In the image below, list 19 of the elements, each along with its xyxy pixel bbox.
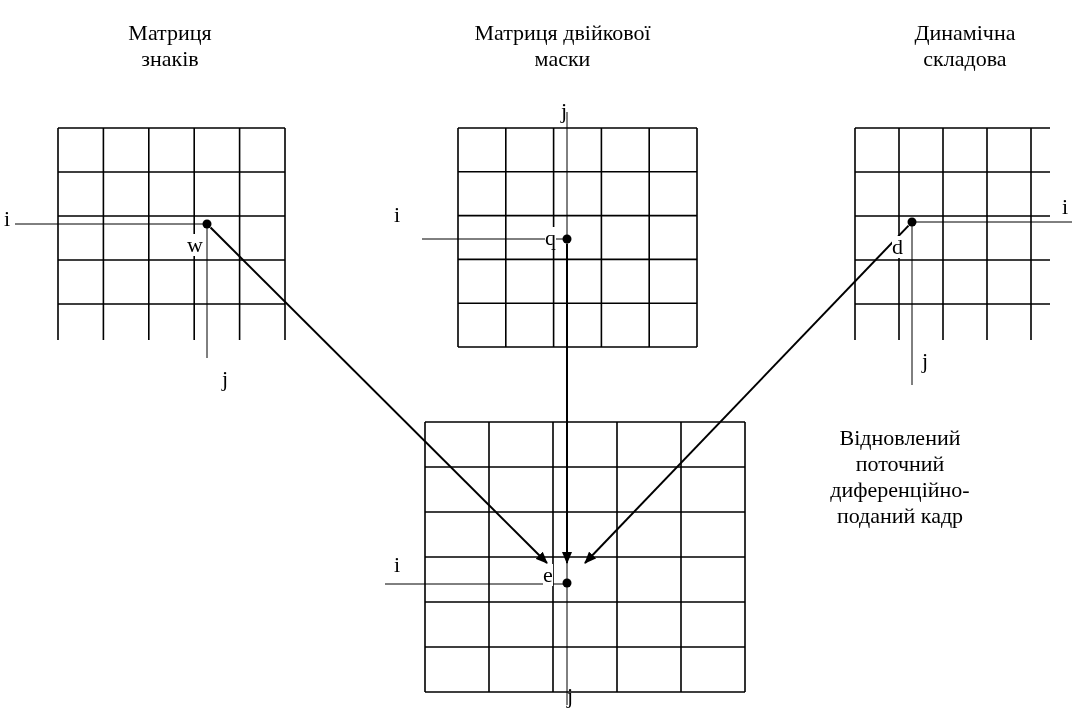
matrix-title: Відновлений поточний диференційно-поданий кадр xyxy=(829,425,971,530)
axis-label: i xyxy=(1062,196,1069,218)
arrow xyxy=(209,226,548,564)
point-label: q xyxy=(545,227,556,249)
axis-label: j xyxy=(567,685,574,707)
arrow xyxy=(584,224,910,564)
axis-label: i xyxy=(4,208,11,230)
point-label: e xyxy=(543,564,553,586)
axis-label: i xyxy=(394,204,401,226)
point-label: d xyxy=(892,236,903,258)
matrix-title: Матриця двійкової маски xyxy=(473,20,652,72)
matrix-title: Динамічна складова xyxy=(913,20,1017,72)
point-label: w xyxy=(187,234,203,256)
arrow xyxy=(562,243,572,564)
matrix-title: Матриця знаків xyxy=(127,20,213,72)
axis-label: j xyxy=(561,100,568,122)
axis-label: j xyxy=(922,350,929,372)
axis-label: j xyxy=(222,368,229,390)
axis-label: i xyxy=(394,554,401,576)
